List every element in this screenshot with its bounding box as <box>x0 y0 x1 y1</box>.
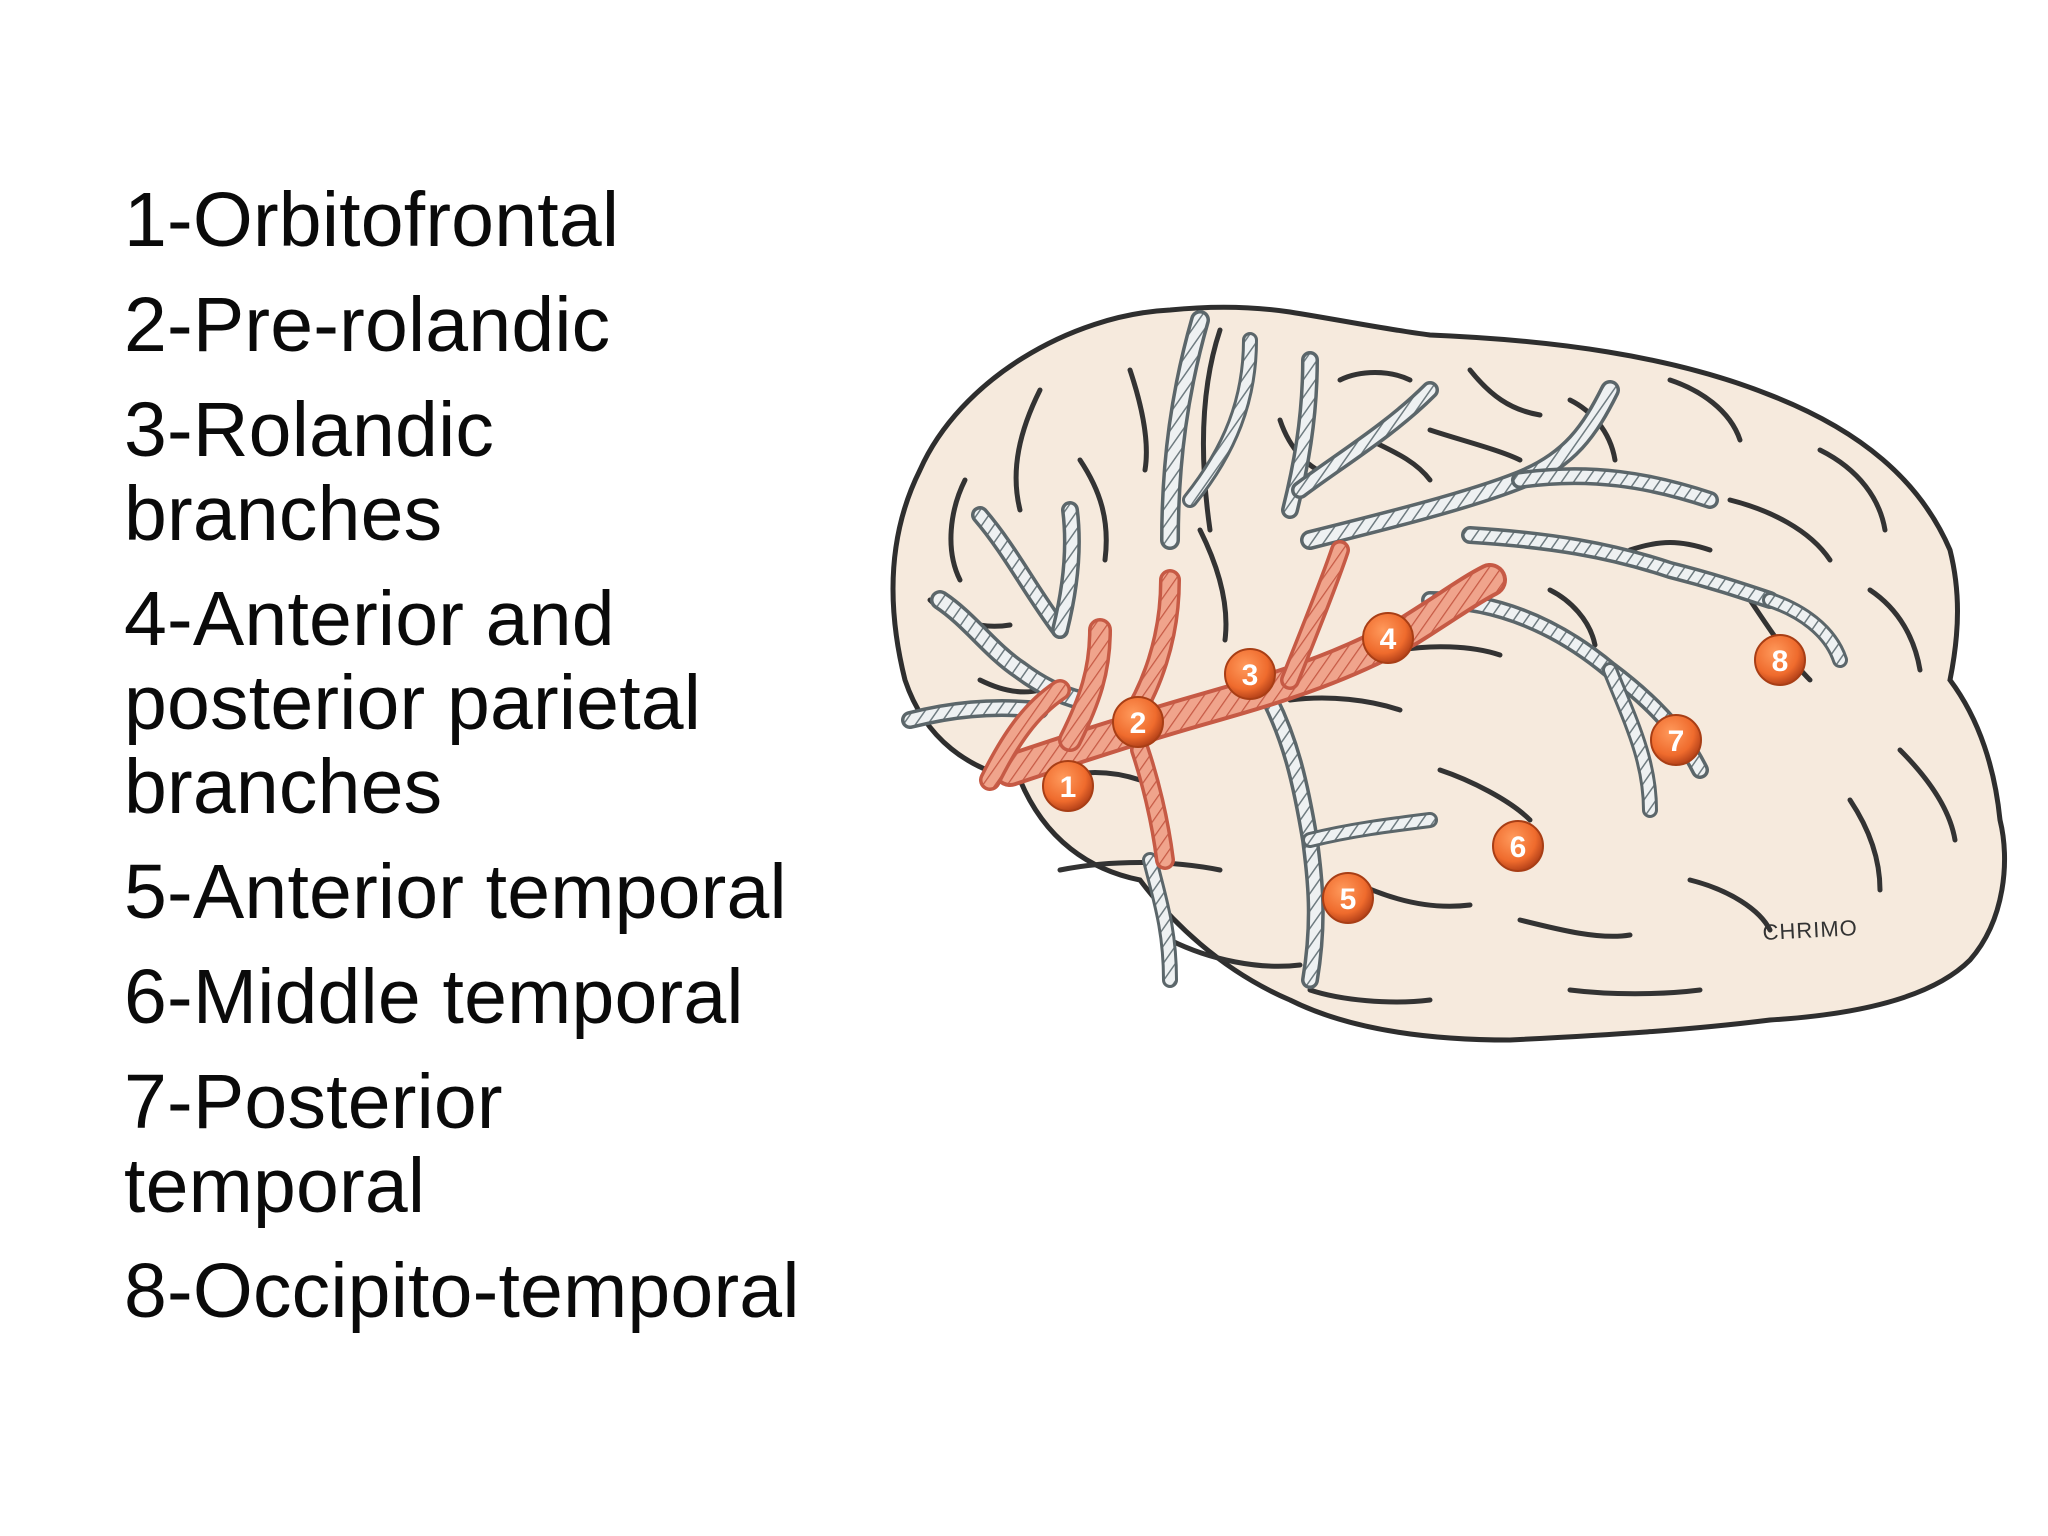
marker-label: 5 <box>1340 883 1357 916</box>
legend-line: 2-Pre-rolandic <box>124 282 611 368</box>
brain-diagram: 1 2 3 4 5 6 7 <box>870 300 2020 1100</box>
legend-line: 8-Occipito-temporal <box>124 1248 800 1334</box>
legend-item-pre-rolandic: 2-Pre-rolandic <box>124 283 884 367</box>
marker-label: 4 <box>1380 623 1397 656</box>
marker-5: 5 <box>1322 872 1374 924</box>
legend-item-parietal: 4-Anterior and posterior parietal branch… <box>124 577 884 829</box>
legend-item-posterior-temporal: 7-Posterior temporal <box>124 1060 884 1228</box>
artery-branches <box>901 310 1848 989</box>
legend-line: 6-Middle temporal <box>124 954 744 1040</box>
legend-item-rolandic: 3-Rolandic branches <box>124 388 884 556</box>
legend-line: branches <box>124 744 443 830</box>
branch-legend: 1-Orbitofrontal 2-Pre-rolandic 3-Rolandi… <box>124 178 884 1354</box>
marker-8: 8 <box>1754 634 1806 686</box>
legend-item-anterior-temporal: 5-Anterior temporal <box>124 850 884 934</box>
brain-svg: 1 2 3 4 5 6 7 <box>890 304 2008 1043</box>
marker-6: 6 <box>1492 820 1544 872</box>
marker-label: 2 <box>1130 707 1147 740</box>
legend-line: 5-Anterior temporal <box>124 849 787 935</box>
marker-label: 3 <box>1242 659 1259 692</box>
branch-markers: 1 2 3 4 5 6 7 <box>1042 612 1806 924</box>
legend-line: branches <box>124 471 443 557</box>
marker-4: 4 <box>1362 612 1414 664</box>
legend-item-orbitofrontal: 1-Orbitofrontal <box>124 178 884 262</box>
marker-label: 6 <box>1510 831 1527 864</box>
legend-item-occipito-temporal: 8-Occipito-temporal <box>124 1249 884 1333</box>
artist-signature: CHRIMO <box>1762 915 1858 945</box>
mca-trunk <box>979 540 1507 870</box>
marker-7: 7 <box>1650 714 1702 766</box>
legend-item-middle-temporal: 6-Middle temporal <box>124 955 884 1039</box>
legend-line: 1-Orbitofrontal <box>124 177 620 263</box>
legend-line: 4-Anterior and <box>124 576 615 662</box>
legend-line: 7-Posterior <box>124 1059 503 1145</box>
legend-line: temporal <box>124 1143 426 1229</box>
marker-label: 8 <box>1772 645 1789 678</box>
legend-line: 3-Rolandic <box>124 387 495 473</box>
marker-label: 1 <box>1060 771 1077 804</box>
marker-2: 2 <box>1112 696 1164 748</box>
marker-3: 3 <box>1224 648 1276 700</box>
marker-label: 7 <box>1668 725 1685 758</box>
legend-line: posterior parietal <box>124 660 702 746</box>
marker-1: 1 <box>1042 760 1094 812</box>
